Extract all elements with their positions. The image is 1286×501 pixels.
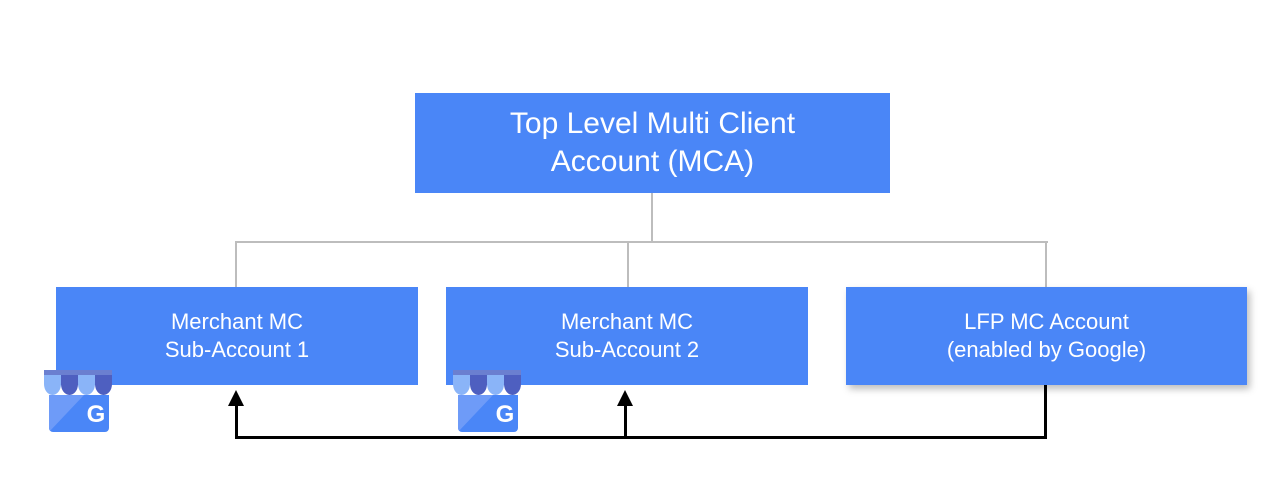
feedback-arrowhead-sub1-icon (228, 390, 244, 406)
google-my-business-storefront-icon: G (40, 368, 118, 434)
node-lfp-line2: (enabled by Google) (946, 337, 1147, 362)
node-sub2-line2: Sub-Account 2 (554, 337, 700, 362)
feedback-line-lfp-drop (1044, 385, 1047, 439)
node-sub1-line1: Merchant MC (170, 308, 304, 334)
node-sub1-line2: Sub-Account 1 (164, 337, 310, 362)
node-sub2-line1: Merchant MC (560, 308, 694, 334)
node-lfp-line1: LFP MC Account (964, 308, 1129, 334)
node-merchant-sub-account-1[interactable]: Merchant MC Sub-Account 1 (56, 287, 418, 385)
feedback-line-bottom (235, 436, 1047, 439)
node-lfp-mc-account[interactable]: LFP MC Account (enabled by Google) (846, 287, 1247, 385)
svg-text:G: G (496, 401, 515, 428)
connector-top-stem (651, 193, 653, 243)
feedback-line-riser-sub2 (624, 400, 627, 438)
feedback-arrowhead-sub2-icon (617, 390, 633, 406)
connector-drop-lfp (1045, 241, 1047, 287)
node-top-level-mca[interactable]: Top Level Multi Client Account (MCA) (415, 93, 890, 193)
node-top-line2: Account (MCA) (550, 145, 755, 178)
node-merchant-sub-account-2[interactable]: Merchant MC Sub-Account 2 (446, 287, 808, 385)
connector-drop-sub2 (627, 241, 629, 287)
connector-drop-sub1 (235, 241, 237, 287)
node-top-line1: Top Level Multi Client (509, 106, 796, 140)
feedback-line-riser-sub1 (235, 400, 238, 438)
google-my-business-storefront-icon: G (449, 368, 527, 434)
connector-horizontal-bus (235, 241, 1048, 243)
svg-text:G: G (87, 401, 106, 428)
